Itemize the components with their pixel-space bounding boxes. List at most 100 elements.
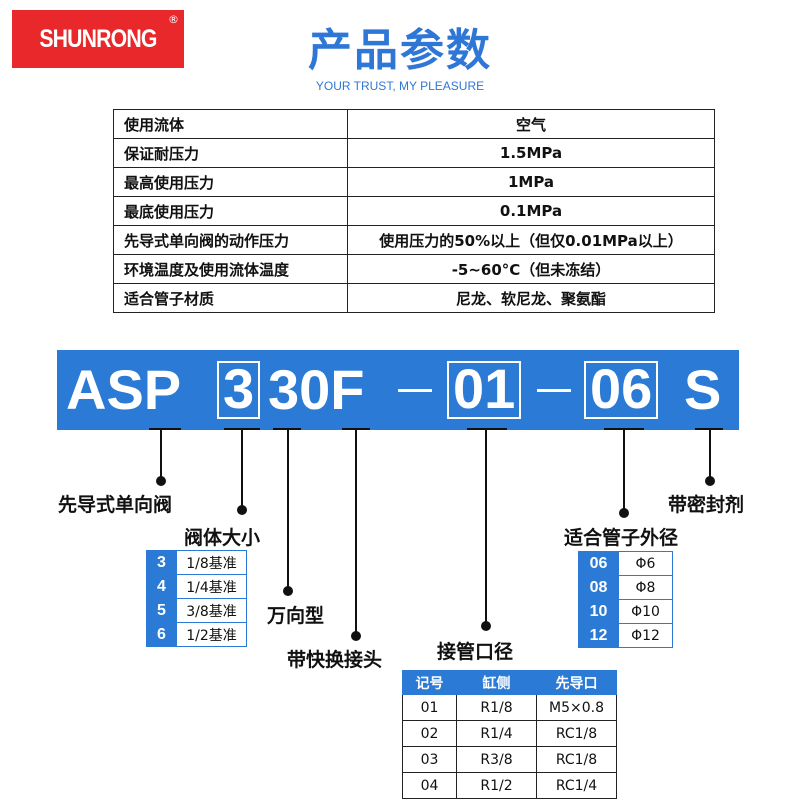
param-value: 0.1MPa: [347, 196, 715, 226]
leader-line: [160, 428, 162, 480]
leader-line: [709, 428, 711, 480]
cell: M5×0.8: [536, 694, 617, 721]
size-desc: 3/8基准: [176, 598, 247, 623]
tube-desc: Φ10: [618, 599, 673, 624]
param-key: 先导式单向阀的动作压力: [113, 225, 348, 255]
code-port: 01: [447, 361, 522, 419]
label-tube-od: 适合管子外径: [564, 527, 679, 549]
code-dash: [398, 389, 432, 392]
leader-dot: [283, 586, 293, 596]
column-header: 先导口: [536, 670, 617, 695]
code-tube: 06: [584, 361, 659, 419]
param-key: 环境温度及使用流体温度: [113, 254, 348, 284]
code-seal: S: [684, 358, 722, 421]
tube-code: 12: [578, 623, 619, 648]
cell: RC1/8: [536, 746, 617, 773]
param-value: -5~60°C（但未冻结）: [347, 254, 715, 284]
leader-line: [485, 428, 487, 626]
leader-dot: [237, 505, 247, 515]
code-dash: [537, 389, 571, 392]
tube-desc: Φ8: [618, 575, 673, 600]
size-code: 4: [146, 574, 177, 599]
leader-dot: [481, 621, 491, 631]
brand-name: SHUNRONG: [39, 24, 157, 53]
leader-line: [241, 428, 243, 510]
leader-dot: [351, 631, 361, 641]
size-desc: 1/8基准: [176, 550, 247, 575]
param-key: 适合管子材质: [113, 283, 348, 313]
cell: RC1/4: [536, 772, 617, 799]
tube-code: 10: [578, 599, 619, 624]
table-row: 使用流体空气: [113, 109, 715, 139]
bracket: [149, 428, 181, 430]
size-code: 3: [146, 550, 177, 575]
cell: R3/8: [456, 746, 537, 773]
label-body-size: 阀体大小: [184, 527, 261, 549]
leader-line: [623, 428, 625, 512]
param-key: 最底使用压力: [113, 196, 348, 226]
table-row: 先导式单向阀的动作压力使用压力的50%以上（但仅0.01MPa以上）: [113, 225, 715, 255]
tube-code: 06: [578, 551, 619, 576]
leader-dot: [619, 508, 629, 518]
size-desc: 1/2基准: [176, 622, 247, 647]
table-row: 环境温度及使用流体温度-5~60°C（但未冻结）: [113, 254, 715, 284]
size-code: 5: [146, 598, 177, 623]
label-sealant: 带密封剂: [668, 494, 745, 516]
bracket: [467, 428, 507, 430]
label-pilot: 先导式单向阀: [58, 494, 173, 516]
param-key: 保证耐压力: [113, 138, 348, 168]
param-value: 尼龙、软尼龙、聚氨酯: [347, 283, 715, 313]
size-code: 6: [146, 622, 177, 647]
column-header: 记号: [402, 670, 457, 695]
page-title: 产品参数: [308, 25, 492, 76]
leader-dot: [156, 476, 166, 486]
cell: R1/8: [456, 694, 537, 721]
param-value: 使用压力的50%以上（但仅0.01MPa以上）: [347, 225, 715, 255]
label-fitting: 带快换接头: [287, 649, 383, 671]
param-value: 空气: [347, 109, 715, 139]
table-row: 适合管子材质尼龙、软尼龙、聚氨酯: [113, 283, 715, 313]
tube-desc: Φ6: [618, 551, 673, 576]
leader-line: [287, 428, 289, 590]
cell: 01: [402, 694, 457, 721]
cell: 03: [402, 746, 457, 773]
tube-desc: Φ12: [618, 623, 673, 648]
param-value: 1MPa: [347, 167, 715, 197]
cell: R1/4: [456, 720, 537, 747]
cell: 02: [402, 720, 457, 747]
code-body-size: 3: [217, 361, 261, 419]
column-header: 缸侧: [456, 670, 537, 695]
param-value: 1.5MPa: [347, 138, 715, 168]
label-port: 接管口径: [437, 641, 514, 663]
cell: 04: [402, 772, 457, 799]
registered-mark: ®: [168, 13, 179, 26]
param-key: 使用流体: [113, 109, 348, 139]
code-type: 30F: [268, 358, 365, 421]
param-key: 最高使用压力: [113, 167, 348, 197]
leader-dot: [705, 476, 715, 486]
code-series: ASP: [66, 358, 182, 421]
cell: RC1/8: [536, 720, 617, 747]
label-universal: 万向型: [267, 605, 325, 627]
brand-logo: SHUNRONG ®: [12, 10, 184, 68]
slogan: YOUR TRUST, MY PLEASURE: [315, 79, 485, 93]
